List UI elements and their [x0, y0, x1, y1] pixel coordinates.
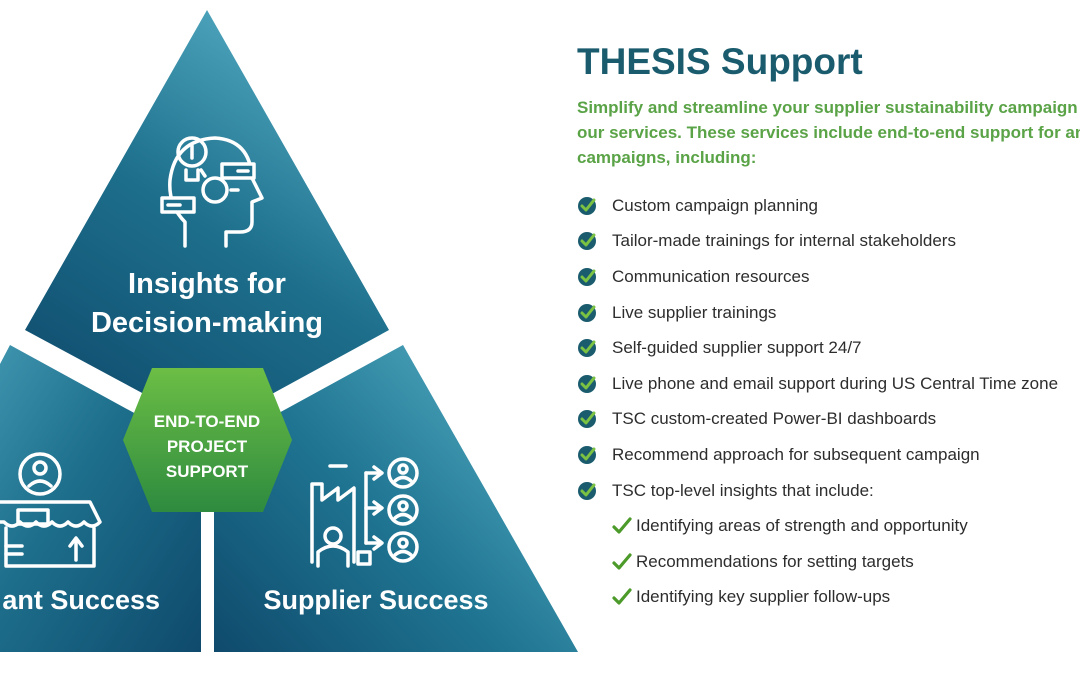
- center-hexagon: [123, 368, 292, 512]
- top-segment: [25, 10, 389, 401]
- hexagon-label-line2: PROJECT: [167, 437, 248, 456]
- list-item-label: Recommend approach for subsequent campai…: [612, 444, 980, 464]
- list-item: Recommend approach for subsequent campai…: [577, 437, 1080, 473]
- list-item: Live supplier trainings: [577, 295, 1080, 331]
- list-item-label: Live supplier trainings: [612, 302, 777, 322]
- top-label-line1: Insights for: [128, 268, 286, 300]
- list-item-label: TSC top-level insights that include:: [612, 480, 874, 500]
- insights-sublist: Identifying areas of strength and opport…: [611, 508, 1080, 615]
- list-item: Communication resources: [577, 259, 1080, 295]
- check-circle-icon: [578, 339, 596, 358]
- list-item: Custom campaign planning: [577, 188, 1080, 224]
- list-item: Self-guided supplier support 24/7: [577, 330, 1080, 366]
- triangle-diagram: Insights for Decision-making ant Success…: [0, 10, 578, 652]
- list-item: TSC top-level insights that include:: [577, 473, 1080, 509]
- sublist-item: Recommendations for setting targets: [611, 544, 1080, 580]
- list-item-label: Tailor-made trainings for internal stake…: [612, 231, 956, 251]
- check-circle-icon: [578, 303, 596, 322]
- sublist-item: Identifying key supplier follow-ups: [611, 580, 1080, 616]
- factory-people-network-icon: [310, 457, 419, 568]
- checkmark-icon: [612, 517, 632, 534]
- check-circle-icon: [578, 374, 596, 393]
- list-item: Tailor-made trainings for internal stake…: [577, 224, 1080, 260]
- sublist-item-label: Recommendations for setting targets: [636, 551, 914, 571]
- panel-title: THESIS Support: [577, 41, 863, 82]
- sublist-item: Identifying areas of strength and opport…: [611, 508, 1080, 544]
- head-lightbulb-icon: [160, 136, 264, 248]
- list-item-label: Live phone and email support during US C…: [612, 373, 1059, 393]
- services-list: Custom campaign planning Tailor-made tra…: [577, 188, 1080, 508]
- sublist-item-label: Identifying key supplier follow-ups: [636, 587, 891, 607]
- check-circle-icon: [578, 196, 596, 215]
- check-circle-icon: [578, 445, 596, 464]
- hexagon-label-line1: END-TO-END: [154, 412, 260, 431]
- left-label: ant Success: [2, 585, 160, 615]
- list-item-label: TSC custom-created Power-BI dashboards: [612, 409, 937, 429]
- thesis-support-panel: THESIS Support Simplify and streamline y…: [577, 40, 1080, 640]
- check-circle-icon: [578, 410, 596, 429]
- right-label: Supplier Success: [263, 585, 488, 615]
- check-circle-icon: [578, 267, 596, 286]
- list-item: Live phone and email support during US C…: [577, 366, 1080, 402]
- checkmark-icon: [612, 553, 632, 570]
- panel-intro: Simplify and streamline your supplier su…: [577, 98, 1080, 167]
- storefront-person-icon: [0, 452, 102, 568]
- list-item-label: Communication resources: [612, 266, 810, 286]
- check-circle-icon: [578, 232, 596, 251]
- check-circle-icon: [578, 481, 596, 500]
- checkmark-icon: [612, 588, 632, 605]
- sublist-item-label: Identifying areas of strength and opport…: [636, 516, 968, 536]
- list-item-label: Custom campaign planning: [612, 195, 819, 215]
- list-item: TSC custom-created Power-BI dashboards: [577, 402, 1080, 438]
- list-item-label: Self-guided supplier support 24/7: [612, 338, 862, 358]
- top-label-line2: Decision-making: [91, 307, 323, 339]
- hexagon-label-line3: SUPPORT: [166, 462, 249, 481]
